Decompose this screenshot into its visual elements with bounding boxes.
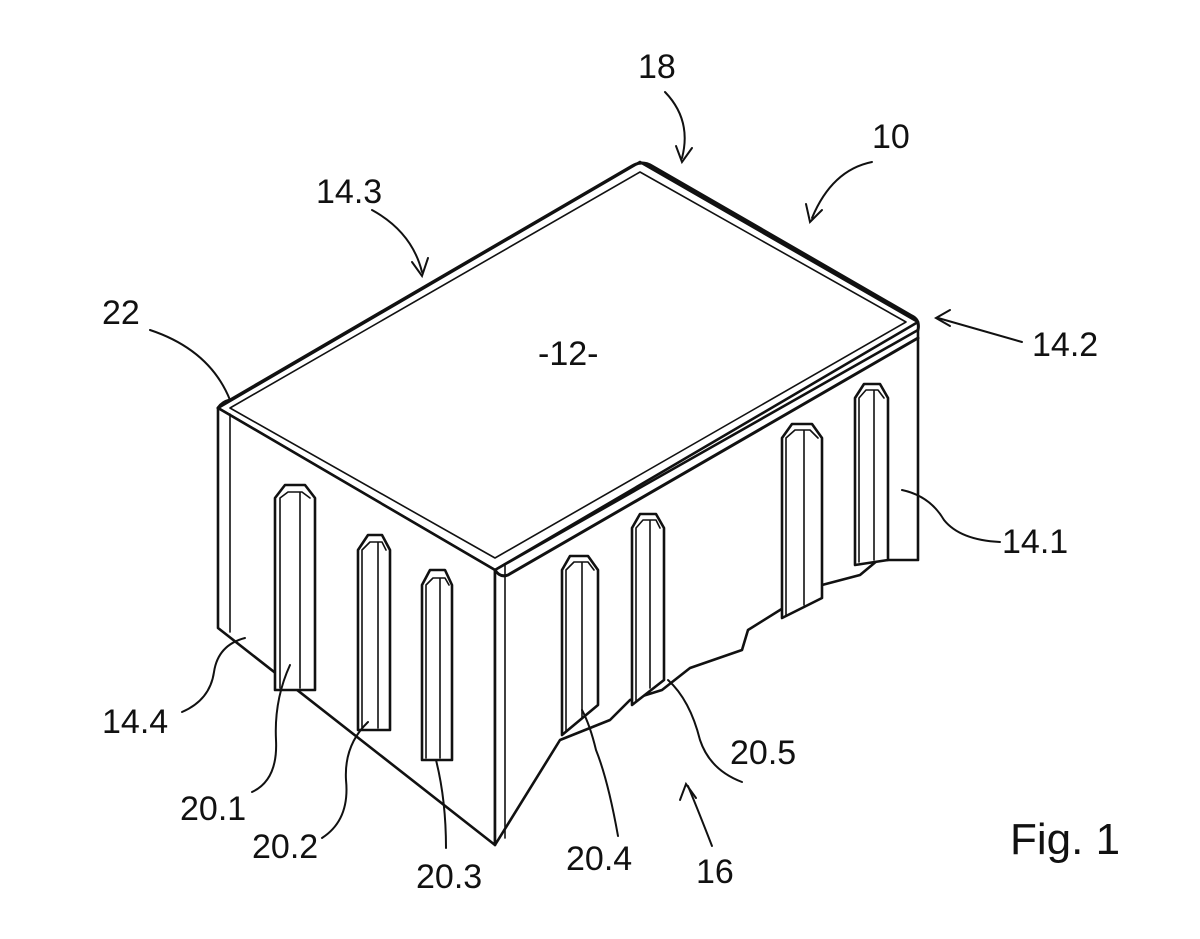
figure-caption: Fig. 1 <box>1010 818 1120 862</box>
leader-16 <box>688 786 712 846</box>
rib-20-3 <box>422 570 452 760</box>
label-10: 10 <box>872 120 910 154</box>
label-22: 22 <box>102 296 140 330</box>
rib-20-2 <box>358 535 390 730</box>
label-20-4: 20.4 <box>566 842 632 876</box>
rib-right-b <box>855 384 888 565</box>
label-12-top-face: -12- <box>538 337 598 371</box>
label-14-2: 14.2 <box>1032 328 1098 362</box>
rib-right-a <box>782 424 822 618</box>
label-14-1: 14.1 <box>1002 525 1068 559</box>
label-20-5: 20.5 <box>730 736 796 770</box>
leader-14-3 <box>372 210 422 272</box>
rib-20-4 <box>562 556 598 735</box>
leader-18 <box>665 92 685 158</box>
rib-20-1 <box>275 485 315 690</box>
label-20-3: 20.3 <box>416 860 482 894</box>
leader-14-2 <box>938 318 1022 342</box>
rib-20-5 <box>632 514 664 705</box>
leader-14-4 <box>182 638 245 712</box>
label-16: 16 <box>696 855 734 889</box>
label-20-2: 20.2 <box>252 830 318 864</box>
label-18: 18 <box>638 50 676 84</box>
label-20-1: 20.1 <box>180 792 246 826</box>
leader-22 <box>150 330 230 400</box>
label-14-4: 14.4 <box>102 705 168 739</box>
label-14-3: 14.3 <box>316 175 382 209</box>
